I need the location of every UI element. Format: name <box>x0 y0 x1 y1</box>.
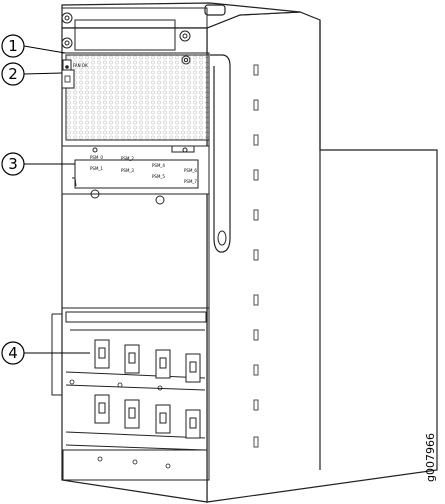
psm-led-5: PSM_5 <box>152 174 165 179</box>
psm-led-0: PSM_0 <box>90 155 103 160</box>
callout-3: 3 <box>1 152 25 176</box>
callout-1: 1 <box>1 34 25 58</box>
callout-1-number: 1 <box>8 37 18 55</box>
psm-led-4: PSM_4 <box>152 163 165 168</box>
callout-4: 4 <box>1 341 25 365</box>
bay-screws <box>69 379 171 469</box>
callout-4-number: 4 <box>8 344 18 362</box>
callout-leaders <box>23 45 90 354</box>
callout-2: 2 <box>1 62 25 86</box>
figure-id: g007966 <box>424 433 437 482</box>
psm-handles-lower <box>94 394 201 439</box>
fan-tray <box>61 7 231 253</box>
callout-2-number: 2 <box>8 65 18 83</box>
psm-led-3: PSM_3 <box>121 168 134 173</box>
psm-led-panel <box>61 145 210 205</box>
callout-3-number: 3 <box>8 155 18 173</box>
side-vent-slots <box>253 64 259 448</box>
fan-latch <box>61 69 75 89</box>
psm-led-1: PSM_1 <box>90 166 103 171</box>
psm-led-7: PSM_7 <box>184 179 197 184</box>
psm-led-labels: PSM_0 PSM_1 PSM_2 PSM_3 PSM_4 PSM_5 PSM_… <box>90 155 197 184</box>
power-supply-bays <box>51 307 210 481</box>
psm-led-2: PSM_2 <box>121 156 134 161</box>
chassis-side-panel <box>61 2 438 503</box>
psm-handles-upper <box>94 339 201 383</box>
psm-led-6: PSM_6 <box>184 168 197 173</box>
fan-led-label: FAN OK <box>73 63 88 68</box>
